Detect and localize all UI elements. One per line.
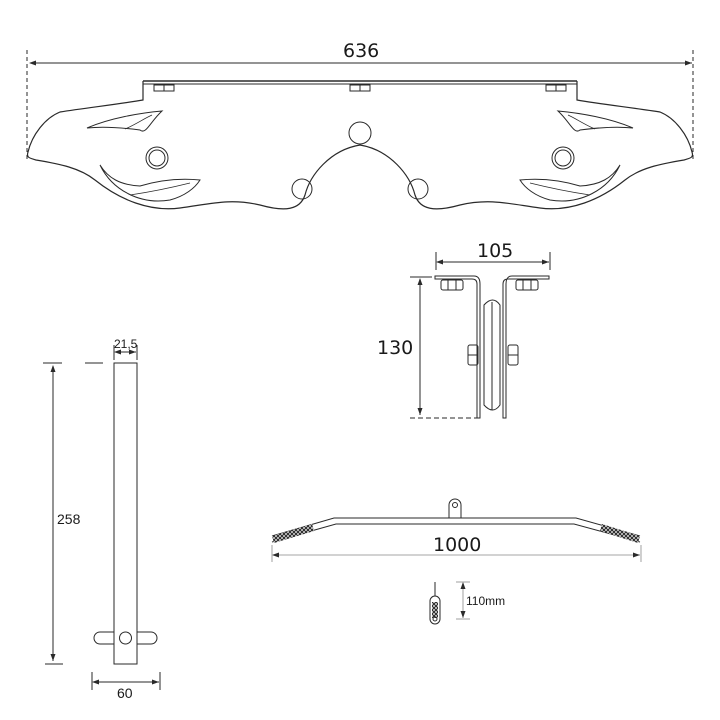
frame-plate — [26, 50, 694, 210]
bracket-width-label: 105 — [477, 240, 514, 262]
pulley-bracket — [410, 252, 551, 419]
frame-width-label: 636 — [343, 40, 380, 62]
handle-pin — [43, 345, 161, 690]
clip-length-label: 110mm — [466, 594, 506, 608]
bar-length-label: 1000 — [433, 534, 482, 556]
pin-crossbar-label: 60 — [117, 685, 133, 701]
cable-clip — [429, 581, 470, 625]
bracket-height-label: 130 — [377, 337, 414, 359]
lat-bar — [271, 498, 642, 562]
pin-length-label: 258 — [57, 511, 81, 527]
pin-width-label: 21,5 — [114, 337, 138, 351]
